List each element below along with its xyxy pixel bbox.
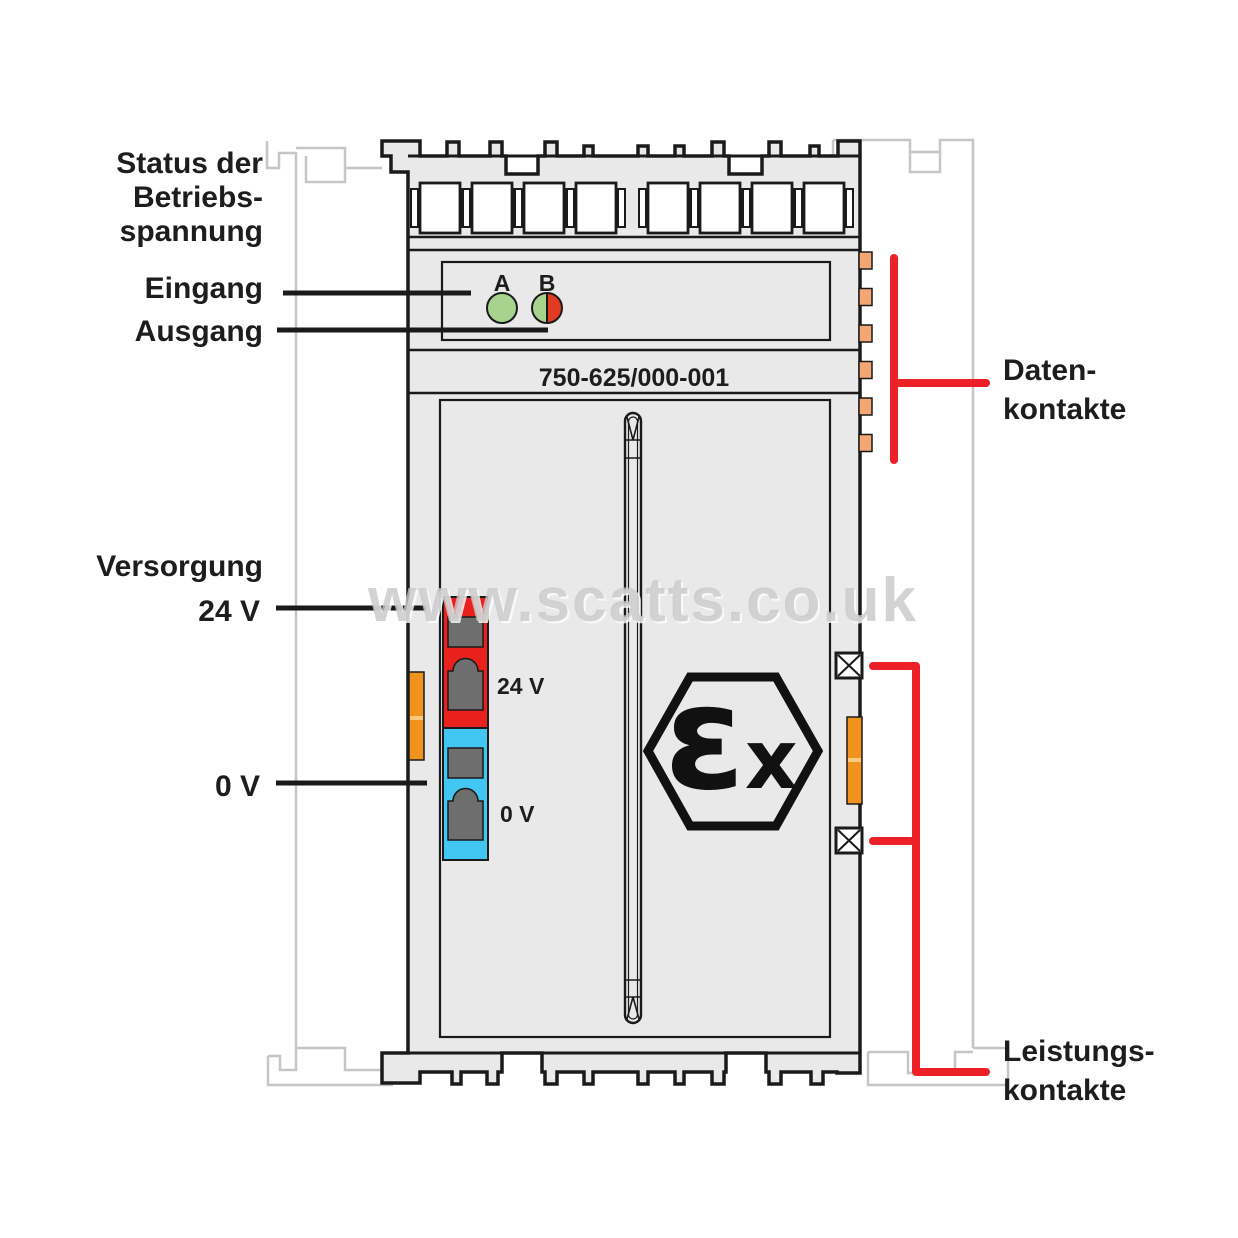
status-label-line3: spannung bbox=[120, 215, 263, 248]
leistung-label-line1: Leistungs- bbox=[1003, 1035, 1155, 1068]
release-latch-left bbox=[408, 671, 425, 761]
led-a bbox=[486, 292, 518, 324]
supply-24v-label: 24 V bbox=[198, 595, 260, 628]
power-contact-bottom bbox=[834, 826, 864, 855]
watermark: www.scatts.co.uk www.scatts.co.uk bbox=[367, 566, 920, 637]
neighbor-outline-right bbox=[831, 138, 1010, 1087]
terminal-0v: 0 V bbox=[442, 727, 535, 861]
svg-text:www.scatts.co.uk: www.scatts.co.uk bbox=[367, 566, 918, 635]
daten-label-line1: Daten- bbox=[1003, 354, 1096, 387]
daten-label-line2: kontakte bbox=[1003, 393, 1126, 426]
ex-logo: εx bbox=[642, 654, 824, 831]
status-label-line1: Status der bbox=[116, 147, 263, 180]
led-b-red-half bbox=[547, 293, 562, 323]
clamp-row bbox=[410, 181, 854, 235]
center-groove bbox=[623, 411, 643, 1025]
bracket-datenkontakte bbox=[890, 254, 990, 464]
module-outline bbox=[380, 139, 862, 1086]
ex-x: x bbox=[745, 713, 798, 808]
power-contact-top bbox=[834, 651, 864, 680]
led-panel: A B bbox=[440, 260, 832, 342]
svg-text:www.scatts.co.uk: www.scatts.co.uk bbox=[369, 568, 920, 637]
svg-text:εx: εx bbox=[664, 654, 798, 823]
versorgung-label: Versorgung bbox=[96, 550, 263, 583]
neighbor-outline-left bbox=[265, 141, 393, 1087]
labels-left: Status der Betriebs- spannung Eingang Au… bbox=[96, 147, 263, 803]
ex-epsilon: ε bbox=[664, 654, 745, 823]
pointer-lines bbox=[276, 290, 548, 786]
eingang-label: Eingang bbox=[145, 272, 263, 305]
terminal-24v-label: 24 V bbox=[497, 673, 545, 699]
led-b-label: B bbox=[539, 270, 556, 296]
face-panel bbox=[438, 398, 832, 1039]
leistung-label-line2: kontakte bbox=[1003, 1074, 1126, 1107]
led-a-label: A bbox=[494, 270, 511, 296]
status-label-line2: Betriebs- bbox=[133, 181, 263, 214]
part-number: 750-625/000-001 bbox=[539, 364, 730, 392]
terminal-24v: 24 V bbox=[442, 596, 545, 729]
terminal-0v-label: 0 V bbox=[500, 801, 535, 827]
data-contacts bbox=[858, 251, 873, 453]
release-latch-right bbox=[846, 716, 863, 805]
supply-0v-label: 0 V bbox=[215, 770, 260, 803]
ausgang-label: Ausgang bbox=[135, 315, 263, 348]
bracket-leistungskontakte bbox=[869, 662, 990, 1076]
module-body bbox=[380, 139, 862, 1086]
labels-right: Daten- kontakte Leistungs- kontakte bbox=[1003, 354, 1155, 1107]
